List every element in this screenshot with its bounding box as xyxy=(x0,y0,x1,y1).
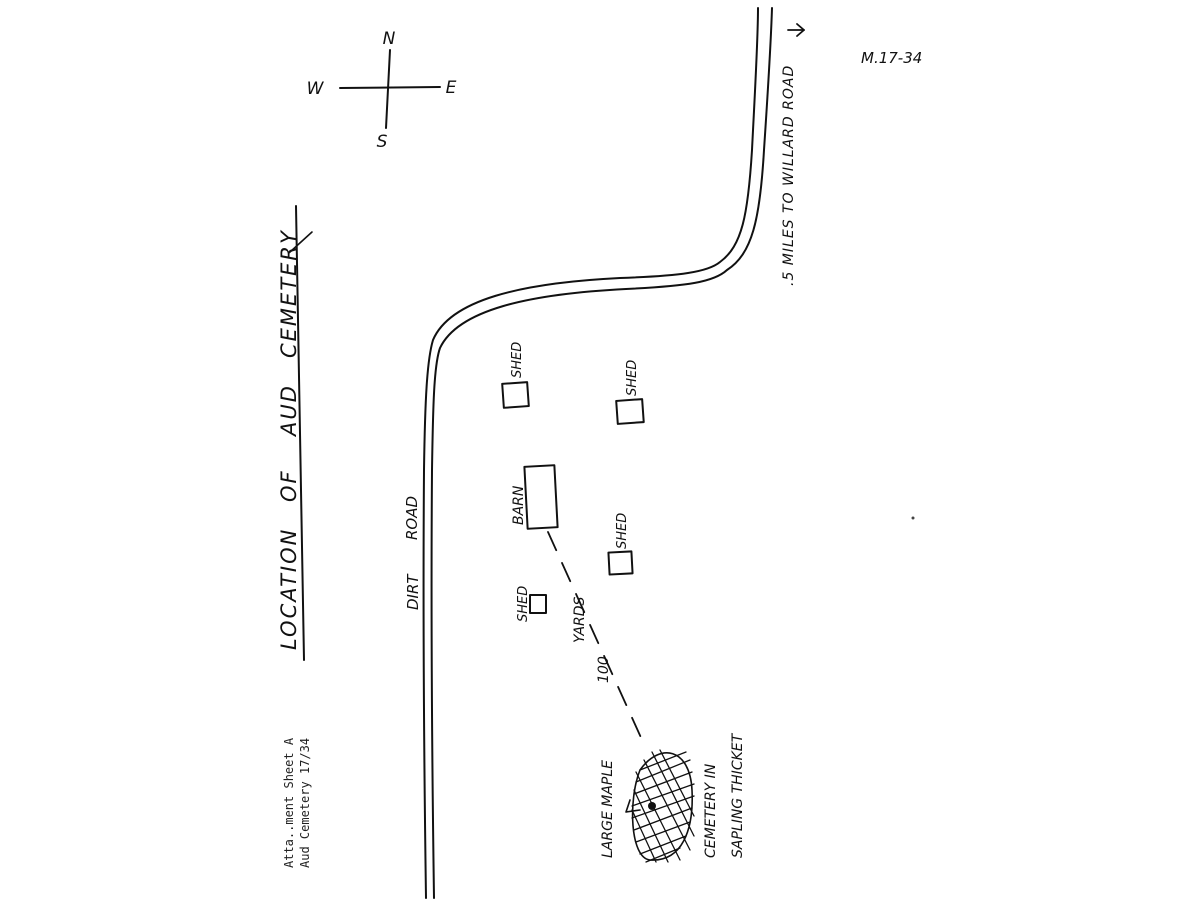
cemetery-thicket xyxy=(625,749,695,863)
thicket-outline xyxy=(631,752,693,861)
maple-tree-marker xyxy=(648,802,656,810)
barn xyxy=(523,464,559,530)
dirt-road-east-edge xyxy=(430,7,773,899)
distance-unit: YARDS xyxy=(572,596,588,643)
title-word-of: OF xyxy=(277,469,301,502)
compass-south-label: S xyxy=(377,132,388,152)
map-title: LOCATION OF AUD CEMETERY xyxy=(277,205,313,661)
willard-arrow-head xyxy=(796,23,805,37)
distance-dashed-line xyxy=(547,531,644,743)
willard-road-note: .5 MILES TO WILLARD ROAD xyxy=(781,23,805,286)
attachment-caption-line1: Atta..ment Sheet A xyxy=(282,737,296,868)
compass-north-label: N xyxy=(383,29,396,49)
paper-speck xyxy=(911,516,915,520)
compass-ns-line xyxy=(385,49,391,129)
compass-east-label: E xyxy=(446,78,457,98)
title-underline-tick xyxy=(289,231,313,253)
dirt-road: DIRT ROAD xyxy=(403,7,773,899)
cemetery-label-line1: CEMETERY IN xyxy=(703,763,719,858)
title-word-aud: AUD xyxy=(277,384,301,438)
shed-north-west xyxy=(501,381,530,409)
compass-west-label: W xyxy=(307,79,325,99)
dirt-road-label-dirt: DIRT xyxy=(404,573,422,610)
compass-rose: N S E W xyxy=(307,29,457,152)
large-maple-label: LARGE MAPLE xyxy=(600,760,616,858)
dirt-road-label-road: ROAD xyxy=(403,496,421,540)
shed-north-west-label: SHED xyxy=(510,342,525,378)
farm-buildings: SHED SHED BARN SHED SHED xyxy=(501,342,645,622)
attachment-caption-line2: Aud Cemetery 17/34 xyxy=(298,738,312,868)
willard-road-label: .5 MILES TO WILLARD ROAD xyxy=(781,65,797,286)
shed-south-west xyxy=(529,594,547,614)
shed-south-west-label: SHED xyxy=(516,586,531,622)
dirt-road-west-edge xyxy=(422,7,759,899)
barn-label: BARN xyxy=(511,485,527,525)
compass-ew-line xyxy=(339,86,441,89)
title-underline xyxy=(295,205,305,661)
maple-arrow xyxy=(625,799,641,813)
shed-south-east-label: SHED xyxy=(615,513,630,549)
shed-south-east xyxy=(607,550,634,576)
cemetery-label-line2: SAPLING THICKET xyxy=(730,732,746,858)
distance-number: 100 xyxy=(596,656,612,683)
title-word-location: LOCATION xyxy=(277,528,301,650)
shed-north-east-label: SHED xyxy=(625,360,640,396)
sheet-reference: M.17-34 xyxy=(861,49,922,67)
thicket-scribble xyxy=(631,749,695,863)
shed-north-east xyxy=(615,398,645,425)
